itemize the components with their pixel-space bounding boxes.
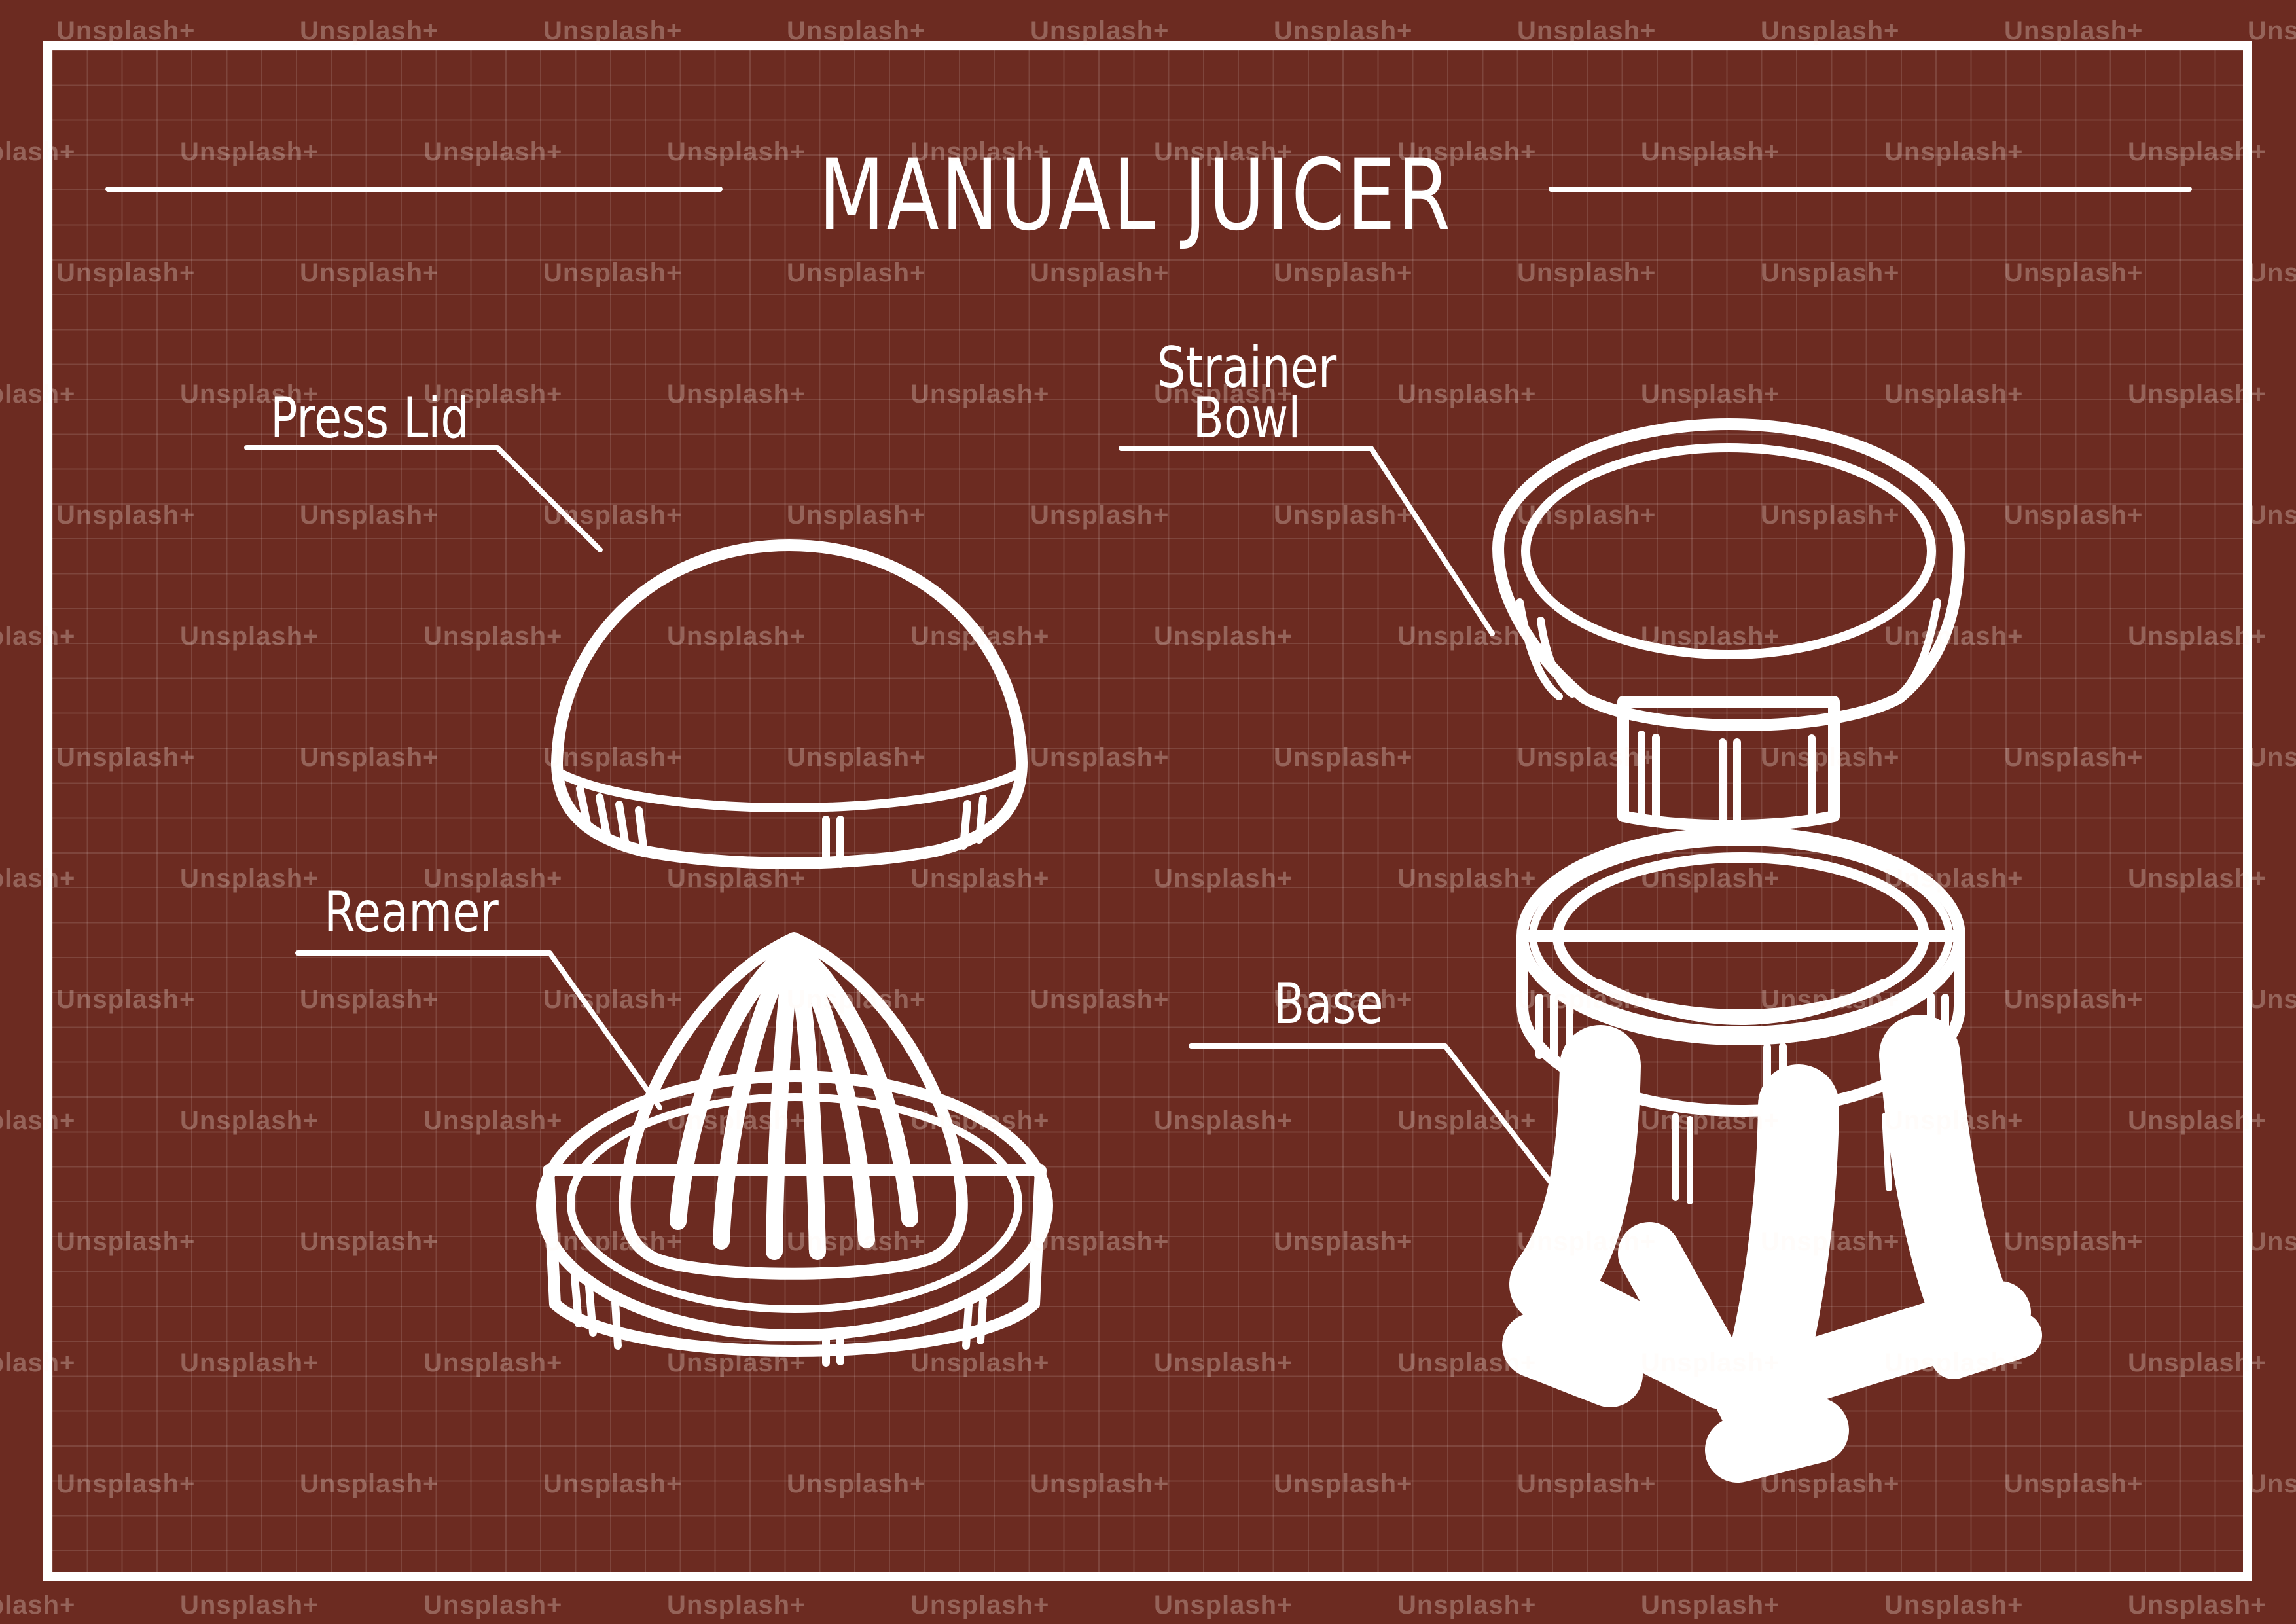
reamer-cone-ribs xyxy=(670,938,918,1260)
base-ring-inner-edge xyxy=(1529,838,1953,1034)
reamer-strainer-mesh xyxy=(567,1093,1022,1313)
strainer-bowl-body xyxy=(1492,418,1965,731)
base-ring-opening xyxy=(1552,852,1929,1020)
base-leader-line xyxy=(1189,1043,1553,1185)
reamer-cone xyxy=(619,932,968,1280)
base-ring-top xyxy=(1516,827,1965,1045)
blueprint-frame xyxy=(43,41,2252,1581)
strainer-bowl-inner-rim xyxy=(1521,443,1936,659)
label-strainer-bowl-line2: Bowl xyxy=(1193,386,1301,451)
reamer-leader-line xyxy=(295,950,662,1110)
reamer-saucer xyxy=(536,1070,1053,1341)
base-cavity-arc xyxy=(1594,979,1888,1025)
reamer-drawing xyxy=(536,932,1053,1367)
press-lid-hatch-lines xyxy=(576,785,987,868)
press-lid-drawing xyxy=(551,539,1028,869)
base-legs xyxy=(1509,1015,2011,1432)
label-reamer: Reamer xyxy=(324,880,499,945)
press-lid-leader-line xyxy=(244,445,603,552)
base-band-hatch-lines xyxy=(1535,992,1949,1109)
strainer-bowl-side-hatch-lines xyxy=(1516,598,1941,700)
base-drawing xyxy=(1502,827,2042,1483)
label-strainer-bowl-line1: Strainer xyxy=(1157,335,1337,401)
strainer-bowl-foot-hatch-lines xyxy=(1638,731,1816,830)
label-press-lid: Press Lid xyxy=(270,386,470,451)
strainer-bowl-drawing xyxy=(1492,418,1965,832)
press-lid-rim-line xyxy=(554,768,1025,812)
label-base: Base xyxy=(1274,971,1384,1037)
press-lid-dome xyxy=(551,539,1028,869)
page-title: MANUAL JUICER xyxy=(818,139,1453,253)
strainer-bowl-leader-line xyxy=(1119,446,1495,636)
reamer-drum-hatch-lines xyxy=(571,1272,987,1367)
base-leg-shading-lines xyxy=(1672,1110,1907,1204)
leader-lines xyxy=(244,445,1553,1185)
